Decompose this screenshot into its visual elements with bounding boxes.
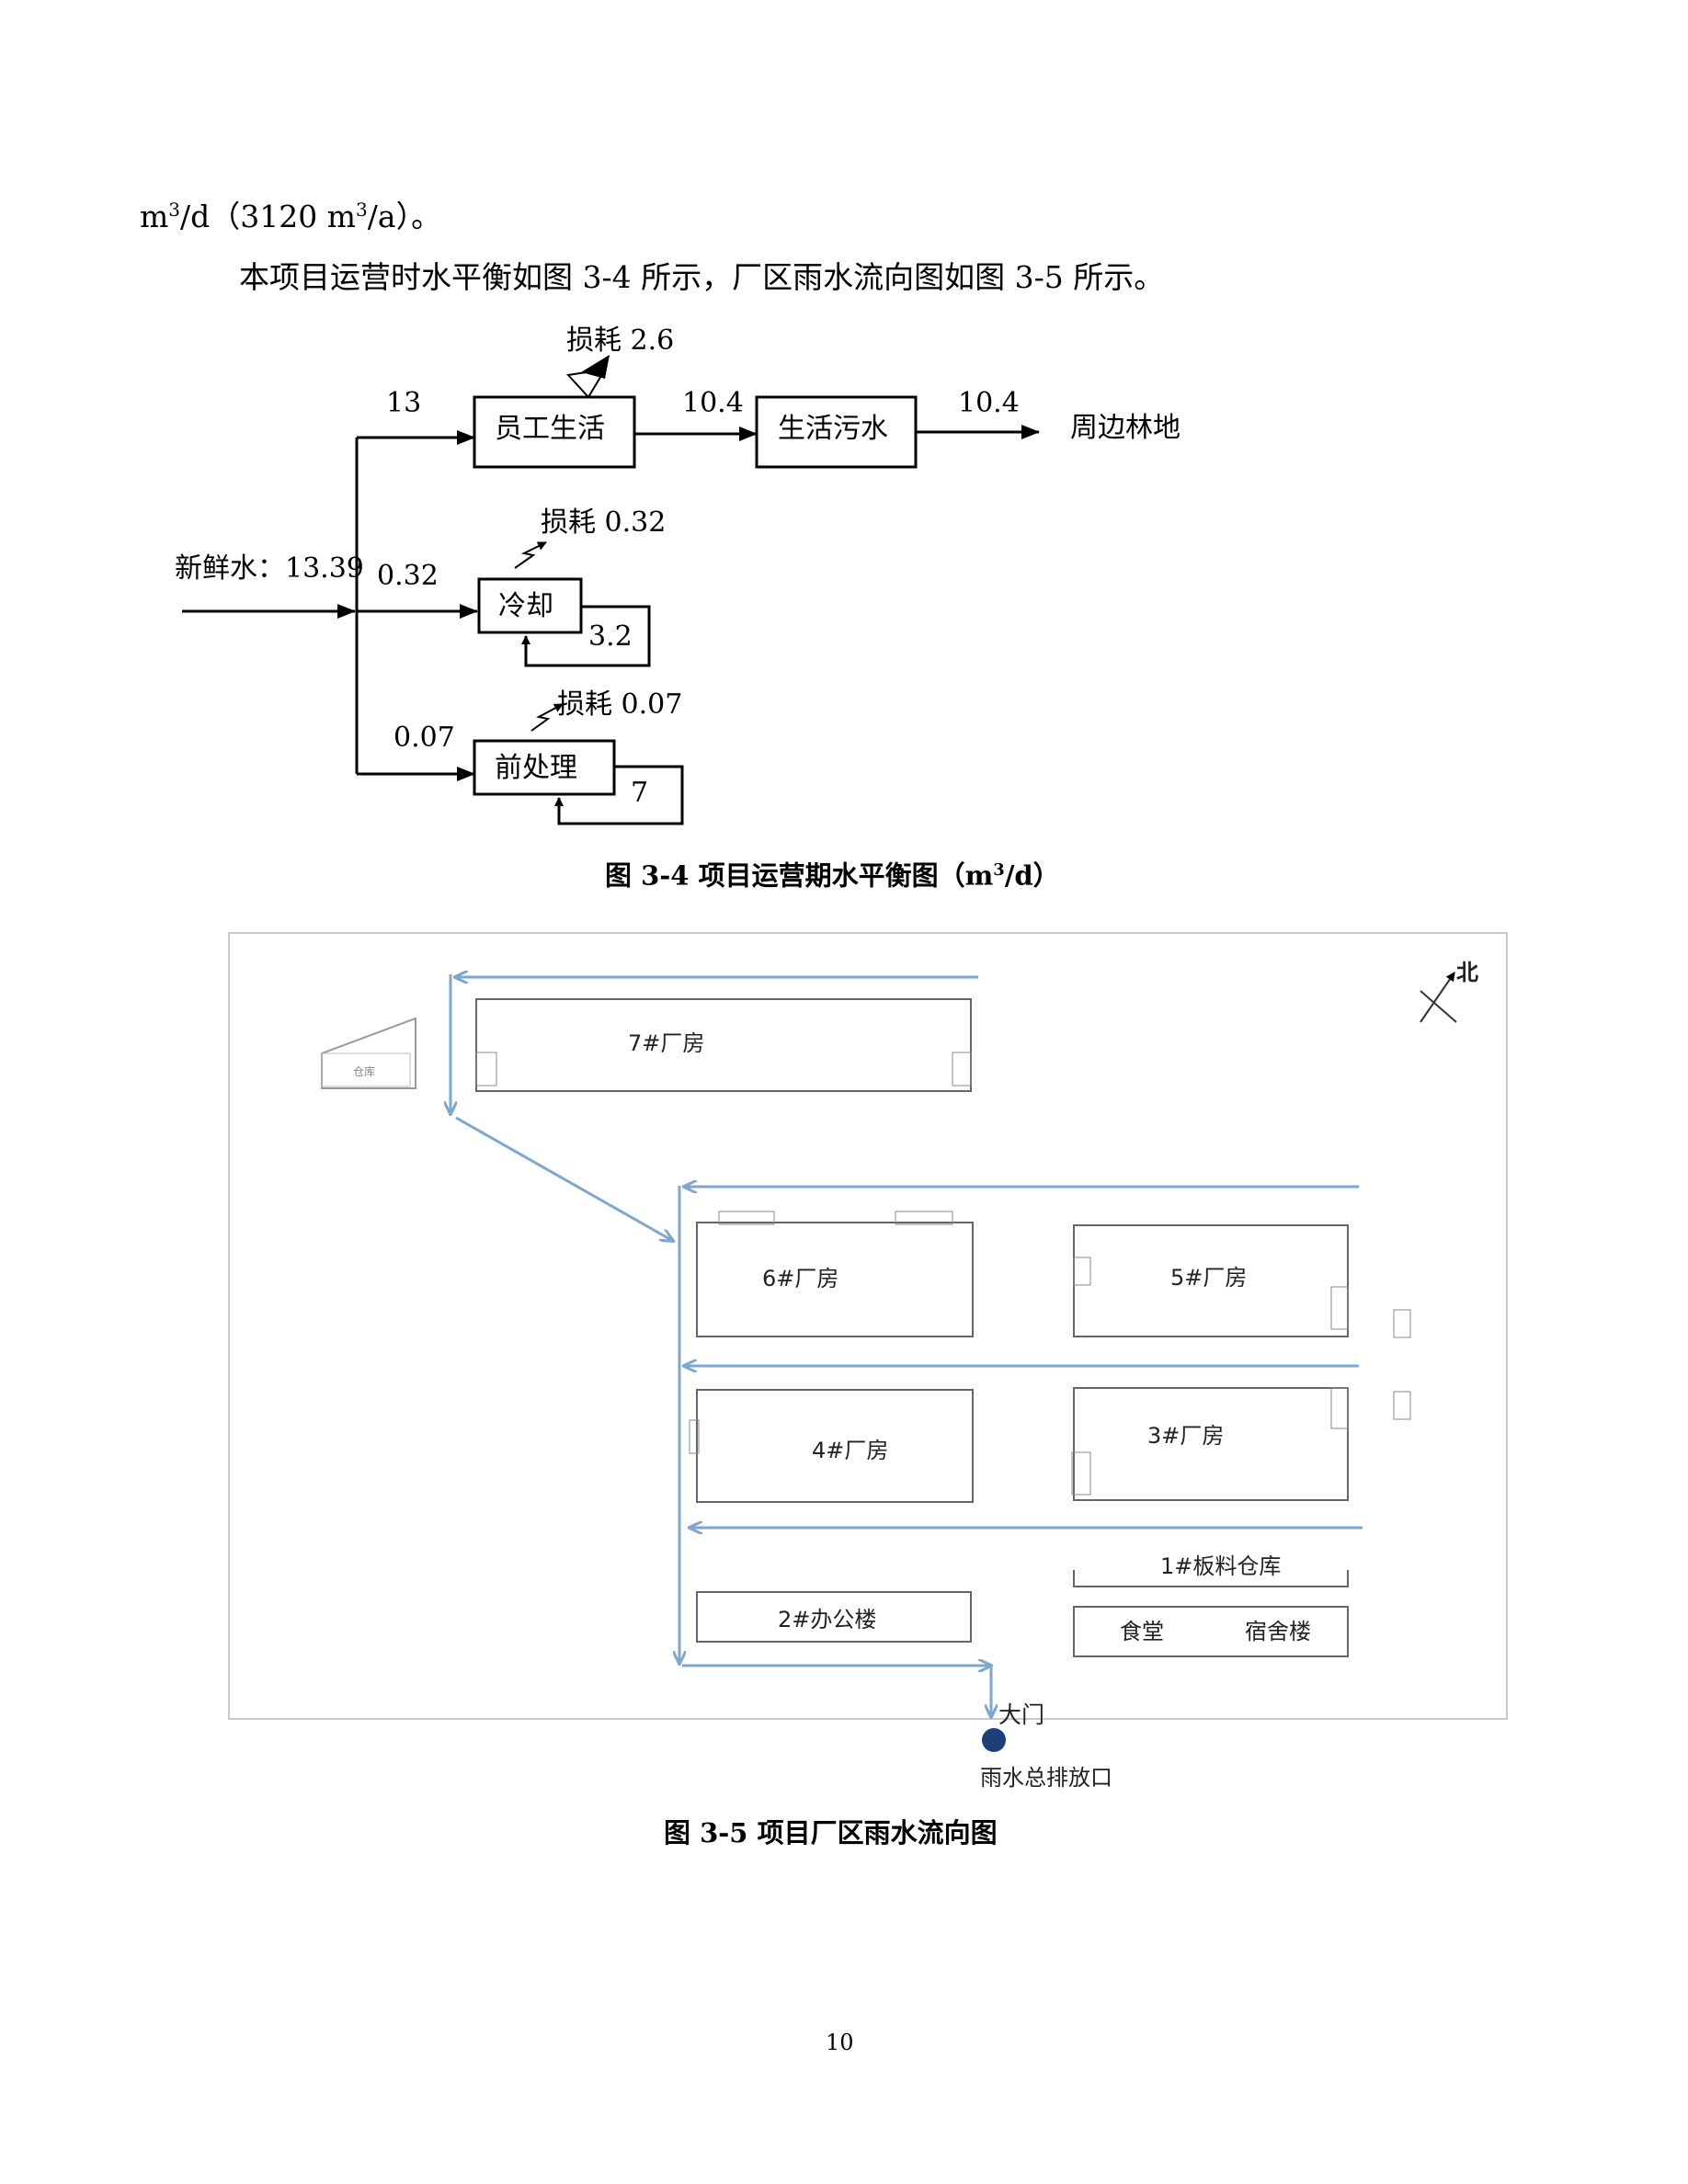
flow-diagonal — [455, 1116, 673, 1241]
staff-loss-head — [581, 355, 610, 379]
building-6-annex-b — [895, 1211, 953, 1225]
building-3 — [1073, 1387, 1349, 1501]
cooling-box-label: 冷却 — [498, 590, 553, 622]
caption-text: 图 3-4 项目运营期水平衡图（m — [605, 859, 994, 892]
superscript: 3 — [356, 199, 368, 221]
building-7-wing-left — [475, 1052, 497, 1086]
pre-loss-arrow — [530, 703, 564, 732]
building-6-label: 6#厂房 — [762, 1266, 838, 1291]
building-3-annex — [1071, 1451, 1091, 1496]
warehouse-1-label: 1#板料仓库 — [1160, 1553, 1281, 1579]
cooling-loss-label: 损耗 0.32 — [541, 506, 666, 539]
superscript: 3 — [993, 860, 1005, 880]
guard-post-a — [1393, 1309, 1411, 1338]
figure-3-5-caption: 图 3-5 项目厂区雨水流向图 — [664, 1817, 998, 1848]
volume-text-end: /a）。 — [367, 199, 442, 234]
intro-line-2: 本项目运营时水平衡如图 3-4 所示，厂区雨水流向图如图 3-5 所示。 — [239, 259, 1165, 295]
building-5-annex-b — [1330, 1286, 1349, 1330]
canteen-label: 食堂 — [1120, 1619, 1164, 1644]
sewage-in-label: 10.4 — [682, 387, 744, 419]
staff-box — [473, 395, 636, 469]
staff-flow-label: 13 — [386, 387, 421, 419]
building-7 — [475, 998, 972, 1092]
pre-loss-label: 损耗 0.07 — [557, 688, 682, 721]
building-4 — [696, 1389, 974, 1503]
intro-line-1: m3/d（3120 m3/a）。 — [140, 200, 441, 232]
north-cross-b — [1420, 972, 1455, 1023]
rainwater-flow-arrows — [451, 974, 1363, 1717]
pre-flow-label: 0.07 — [393, 722, 455, 754]
destination-label: 周边林地 — [1070, 412, 1180, 444]
volume-text: /d（3120 m — [180, 199, 357, 234]
sewage-box — [755, 395, 918, 469]
building-5 — [1073, 1224, 1349, 1337]
building-7-wing-right — [952, 1052, 972, 1086]
sewage-out-label: 10.4 — [958, 387, 1020, 419]
building-5-label: 5#厂房 — [1170, 1265, 1247, 1291]
building-4-label: 4#厂房 — [812, 1438, 888, 1463]
small-building-inner — [321, 1052, 411, 1087]
staff-loss-label: 损耗 2.6 — [566, 324, 674, 357]
north-cross-a — [1420, 990, 1457, 1023]
caption-text-end: /d） — [1004, 859, 1060, 892]
building-5-annex — [1073, 1257, 1091, 1286]
cooling-flow-label: 0.32 — [377, 560, 439, 592]
warehouse-1-outline — [1073, 1570, 1349, 1587]
rainwater-outlet-dot — [982, 1728, 1006, 1752]
staff-box-label: 员工生活 — [495, 413, 605, 445]
building-7-label: 7#厂房 — [628, 1030, 704, 1056]
dorm-label: 宿舍楼 — [1245, 1619, 1311, 1644]
sewage-box-label: 生活污水 — [778, 413, 888, 445]
building-4-annex — [689, 1419, 700, 1454]
pre-box-label: 前处理 — [495, 752, 577, 784]
office-2 — [696, 1591, 972, 1643]
cooling-box — [477, 577, 583, 634]
figure-3-4-caption: 图 3-4 项目运营期水平衡图（m3/d） — [605, 862, 1060, 890]
office-2-label: 2#办公楼 — [778, 1607, 876, 1632]
superscript: 3 — [168, 199, 181, 221]
building-3-label: 3#厂房 — [1147, 1423, 1224, 1449]
unit-m: m — [140, 199, 169, 234]
fresh-water-label: 新鲜水：13.39 — [175, 552, 364, 585]
north-label: 北 — [1456, 960, 1478, 985]
small-building-label: 仓库 — [353, 1064, 375, 1078]
building-3-annex-b — [1330, 1387, 1349, 1429]
building-6 — [696, 1222, 974, 1337]
guard-post-b — [1393, 1391, 1411, 1420]
cooling-loss-arrow — [514, 541, 547, 569]
gate-label: 大门 — [998, 1701, 1044, 1728]
pre-recycle-label: 7 — [631, 777, 648, 809]
canteen-dorm-building — [1073, 1606, 1349, 1657]
building-6-annex-a — [718, 1211, 775, 1225]
pre-recycle-loop — [554, 765, 684, 825]
cooling-recycle-loop — [521, 605, 651, 667]
outlet-label: 雨水总排放口 — [980, 1765, 1112, 1791]
cooling-recycle-label: 3.2 — [588, 620, 633, 653]
page-number: 10 — [826, 2030, 854, 2055]
